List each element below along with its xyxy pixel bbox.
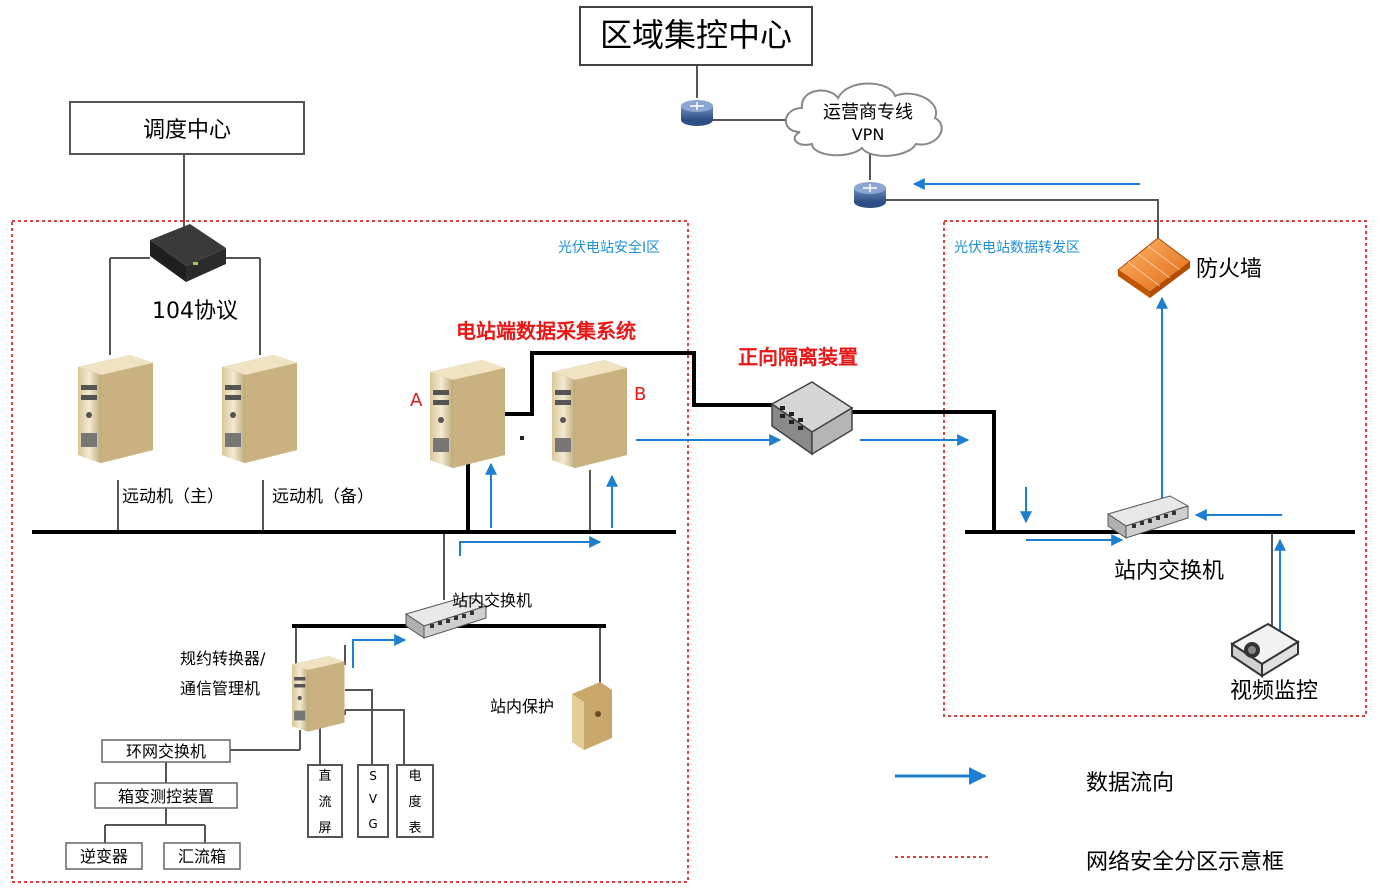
dc-panel-char-2: 流 <box>318 795 331 810</box>
dispatch-center-label: 调度中心 <box>143 118 231 143</box>
zone-2-label: 光伏电站数据转发区 <box>954 240 1080 256</box>
server-a-label: A <box>410 390 423 411</box>
router-vpn-icon <box>853 181 887 209</box>
remote-main-server-icon <box>78 355 153 463</box>
cloud-label-line2: VPN <box>852 125 885 144</box>
dc-panel-box <box>307 764 343 838</box>
video-camera-icon <box>1230 622 1300 678</box>
isolation-device-label: 正向隔离装置 <box>738 345 858 369</box>
remote-main-label: 远动机（主） <box>122 487 224 507</box>
isolation-device-icon <box>770 381 854 456</box>
station-protection-label: 站内保护 <box>490 697 554 716</box>
regional-control-center-box <box>579 6 813 66</box>
firewall-icon <box>1117 237 1191 298</box>
protocol-label: 104协议 <box>152 299 238 324</box>
left-station-switch-label: 站内交换机 <box>452 591 532 610</box>
energy-meter-box <box>396 764 434 838</box>
zone-1-label: 光伏电站安全I区 <box>558 239 660 256</box>
connection-lines <box>104 66 1273 843</box>
cloud-icon <box>785 82 943 157</box>
converter-label-line1: 规约转换器/ <box>180 649 266 668</box>
protocol-converter-icon <box>292 656 345 732</box>
right-station-switch-label: 站内交换机 <box>1114 559 1224 584</box>
data-flow-arrows <box>352 178 1286 668</box>
router-top-icon <box>680 99 714 127</box>
combiner-box-label: 汇流箱 <box>178 847 226 866</box>
dc-panel-char-3: 屏 <box>318 821 331 836</box>
inverter-box <box>65 842 143 870</box>
zone-2-frame <box>943 220 1367 717</box>
ring-switch-label: 环网交换机 <box>126 742 206 761</box>
dispatch-center-box <box>69 101 305 155</box>
energy-meter-char-2: 度 <box>408 794 421 810</box>
cloud-label-line1: 运营商专线 <box>823 102 913 123</box>
legend-zone-label: 网络安全分区示意框 <box>1086 850 1284 875</box>
box-transformer-box <box>94 782 238 809</box>
legend-data-flow-label: 数据流向 <box>1086 771 1174 796</box>
regional-control-center-title: 区域集控中心 <box>600 16 792 54</box>
inverter-label: 逆变器 <box>80 847 128 866</box>
video-monitor-label: 视频监控 <box>1230 679 1318 704</box>
remote-backup-server-icon <box>222 355 297 463</box>
server-b-icon <box>552 360 627 468</box>
energy-meter-char-3: 表 <box>408 821 421 836</box>
protocol-gateway-icon <box>150 224 226 282</box>
station-protection-icon <box>572 682 612 750</box>
ring-switch-box <box>101 739 231 763</box>
svg-box <box>357 764 389 838</box>
energy-meter-char-1: 电 <box>408 769 421 784</box>
server-a-icon <box>430 360 505 468</box>
server-connector-dot <box>520 436 524 440</box>
combiner-box-box <box>163 842 241 870</box>
backbone-lines <box>32 351 1355 628</box>
zone-1-frame <box>11 220 689 883</box>
box-transformer-label: 箱变测控装置 <box>118 787 214 806</box>
collection-system-label: 电站端数据采集系统 <box>456 319 636 343</box>
converter-label-line2: 通信管理机 <box>180 679 260 698</box>
dc-panel-char-1: 直 <box>318 769 331 784</box>
server-b-label: B <box>634 384 646 405</box>
remote-backup-label: 远动机（备） <box>272 487 374 507</box>
firewall-label: 防火墙 <box>1196 257 1262 282</box>
